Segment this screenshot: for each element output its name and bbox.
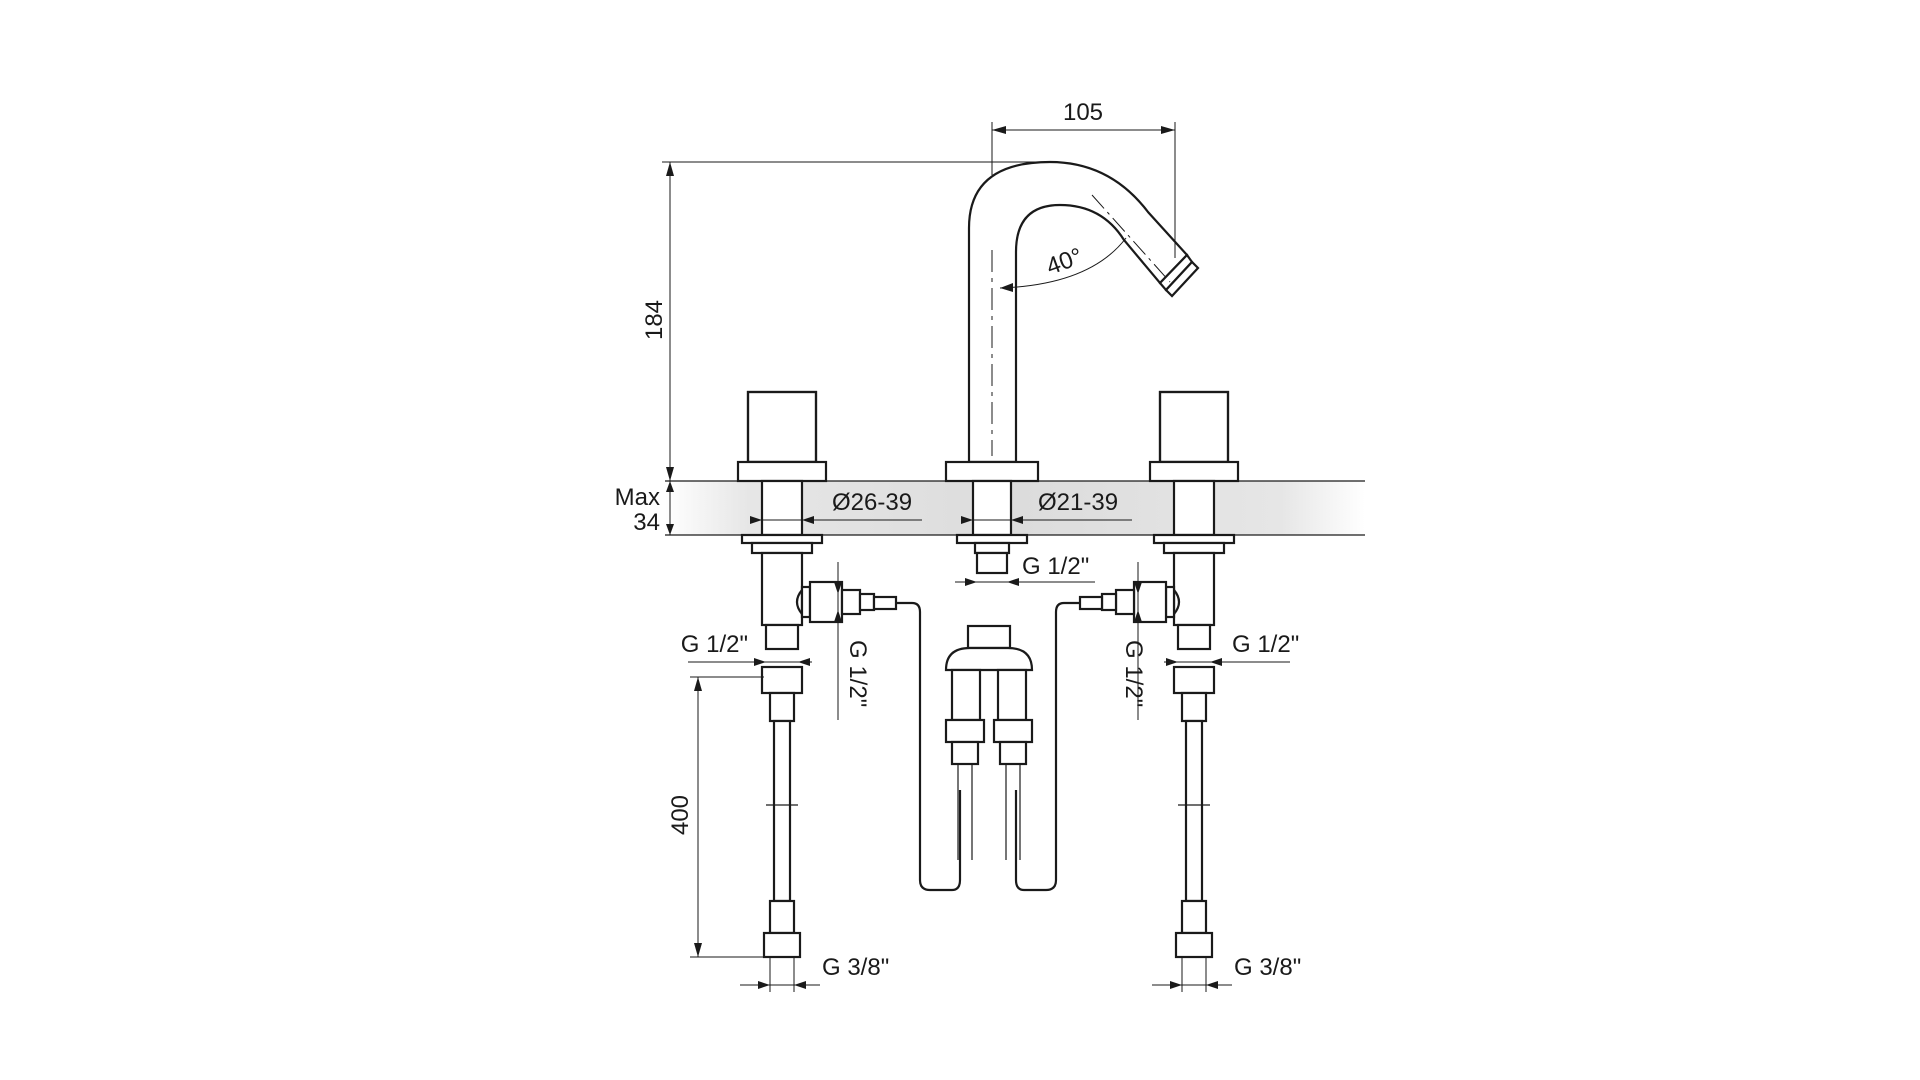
dimension-right-outlet-thread: G 1/2" bbox=[1164, 631, 1299, 666]
max-thickness-label-line2: 34 bbox=[633, 509, 660, 536]
spout bbox=[944, 160, 1200, 575]
left-handle-valve bbox=[736, 390, 898, 651]
connection-hoses bbox=[896, 601, 1080, 892]
dimension-spout-thread: G 1/2" bbox=[955, 553, 1095, 586]
mixing-tee bbox=[944, 624, 1034, 860]
right-side-thread-label: G 1/2" bbox=[1120, 640, 1147, 707]
dimension-left-outlet-thread: G 1/2" bbox=[681, 631, 812, 666]
left-side-thread-label: G 1/2" bbox=[844, 640, 871, 707]
dimension-height-label: 184 bbox=[641, 300, 668, 340]
right-outlet-thread-label: G 1/2" bbox=[1232, 631, 1299, 658]
dimension-right-hose-end: G 3/8" bbox=[1152, 954, 1301, 992]
dimension-hole-spout: Ø21-39 bbox=[961, 489, 1132, 524]
left-outlet-thread-label: G 1/2" bbox=[681, 631, 748, 658]
left-hose-end-thread-label: G 3/8" bbox=[822, 954, 889, 981]
dimension-left-hose-end: G 3/8" bbox=[740, 954, 889, 992]
dimension-width-label: 105 bbox=[1063, 99, 1103, 126]
spout-thread-label: G 1/2" bbox=[1022, 553, 1089, 580]
hole-diameter-spout-label: Ø21-39 bbox=[1038, 489, 1118, 516]
hose-length-label: 400 bbox=[667, 795, 694, 835]
dimension-angle-label: 40° bbox=[1043, 243, 1086, 281]
dimension-max-thickness: Max 34 bbox=[615, 481, 674, 536]
dimension-angle-40: 40° bbox=[999, 237, 1127, 292]
hole-diameter-handle-label: Ø26-39 bbox=[832, 489, 912, 516]
right-supply-hose bbox=[1172, 665, 1216, 959]
dimension-height-184: 184 bbox=[641, 161, 1050, 481]
dimension-left-side-thread: G 1/2" bbox=[834, 562, 871, 720]
max-thickness-label-line1: Max bbox=[615, 484, 660, 511]
dimension-width-105: 105 bbox=[991, 99, 1176, 258]
left-supply-hose bbox=[760, 665, 804, 959]
dimension-hose-length: 400 bbox=[667, 676, 764, 958]
right-handle-valve bbox=[1078, 390, 1240, 651]
right-hose-end-thread-label: G 3/8" bbox=[1234, 954, 1301, 981]
dimension-right-side-thread: G 1/2" bbox=[1120, 562, 1147, 720]
dimension-hole-handle: Ø26-39 bbox=[750, 489, 922, 524]
